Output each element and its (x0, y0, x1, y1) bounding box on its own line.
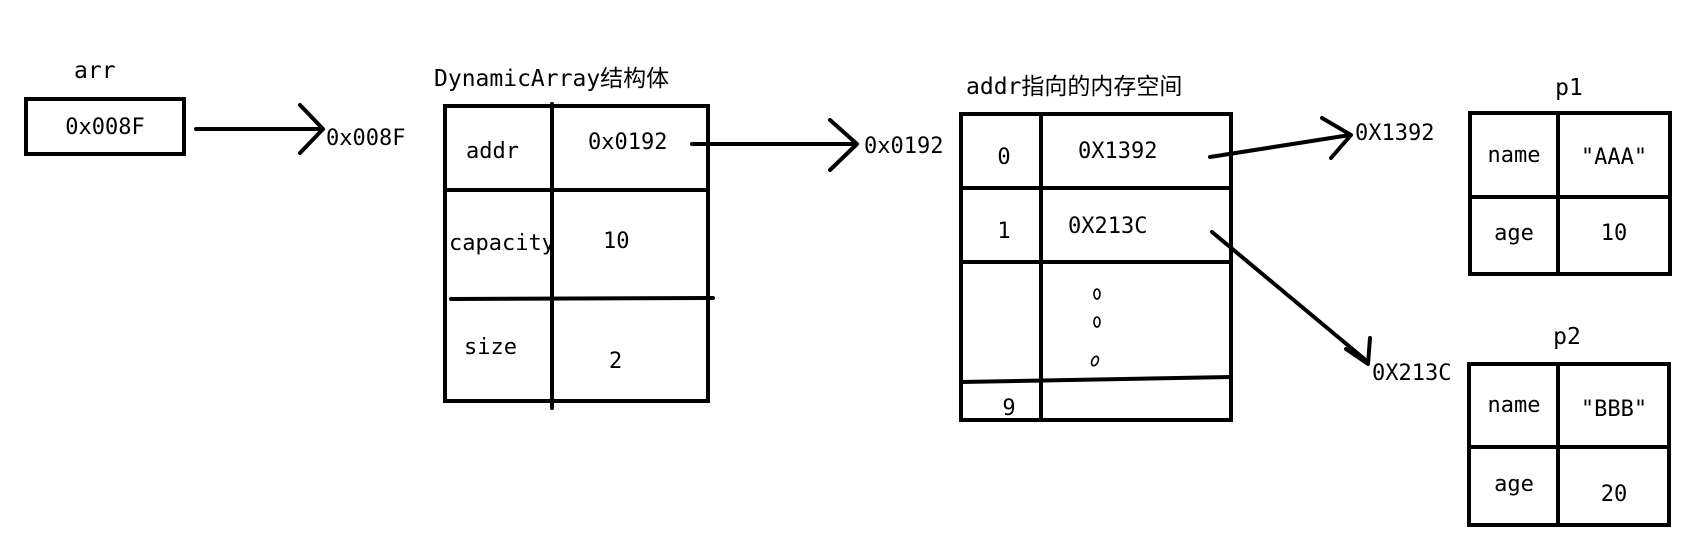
arr-box (24, 97, 186, 156)
p2-key-name: name (1488, 393, 1541, 418)
memory-index-0: 0 (997, 145, 1010, 170)
struct-box (443, 104, 710, 403)
p2-address-label: 0X213C (1372, 361, 1451, 386)
struct-title: DynamicArray结构体 (434, 66, 669, 92)
struct-key-capacity: capacity (449, 231, 555, 256)
p2-object: p2 name "BBB" age 20 (1467, 324, 1671, 527)
p2-box (1467, 362, 1671, 527)
struct-key-addr: addr (466, 139, 519, 164)
memory-value-0: 0X1392 (1078, 139, 1157, 164)
struct-key-size: size (464, 335, 517, 360)
memory-value-1: 0X213C (1068, 214, 1147, 239)
struct-address-label: 0x008F (326, 126, 405, 151)
arrow-memory0-to-p1 (1208, 116, 1353, 160)
struct-value-addr: 0x0192 (588, 130, 667, 155)
arrow-addr-to-memory (690, 118, 859, 172)
p1-key-name: name (1488, 143, 1541, 168)
arrow-arr-to-struct (194, 103, 325, 155)
arr-value: 0x008F (65, 115, 144, 140)
dynamic-array-struct: DynamicArray结构体 addr 0x0192 capacity 10 … (434, 66, 715, 410)
struct-value-capacity: 10 (603, 229, 630, 254)
p1-key-age: age (1494, 221, 1534, 246)
p1-label: p1 (1555, 75, 1583, 101)
arrow-memory1-to-p2 (1210, 230, 1372, 366)
p1-object: p1 name "AAA" age 10 (1468, 75, 1672, 276)
p2-value-age: 20 (1601, 482, 1628, 507)
memory-block: addr指向的内存空间 0 0X1392 1 0X213C 9 (959, 74, 1233, 422)
arr-label: arr (74, 58, 116, 84)
p1-address-label: 0X1392 (1355, 121, 1434, 146)
ellipsis-mark (1090, 288, 1101, 367)
p2-value-name: "BBB" (1581, 397, 1647, 422)
p1-value-name: "AAA" (1581, 145, 1647, 170)
struct-value-size: 2 (609, 349, 622, 374)
memory-title: addr指向的内存空间 (966, 74, 1182, 100)
memory-address-label: 0x0192 (864, 134, 943, 159)
p2-key-age: age (1494, 472, 1534, 497)
p2-label: p2 (1553, 324, 1581, 350)
memory-index-9: 9 (1002, 396, 1015, 421)
memory-box (959, 112, 1233, 422)
p1-value-age: 10 (1601, 221, 1628, 246)
memory-index-1: 1 (997, 219, 1010, 244)
p1-box (1468, 111, 1672, 276)
arr-variable: arr 0x008F (24, 58, 186, 156)
